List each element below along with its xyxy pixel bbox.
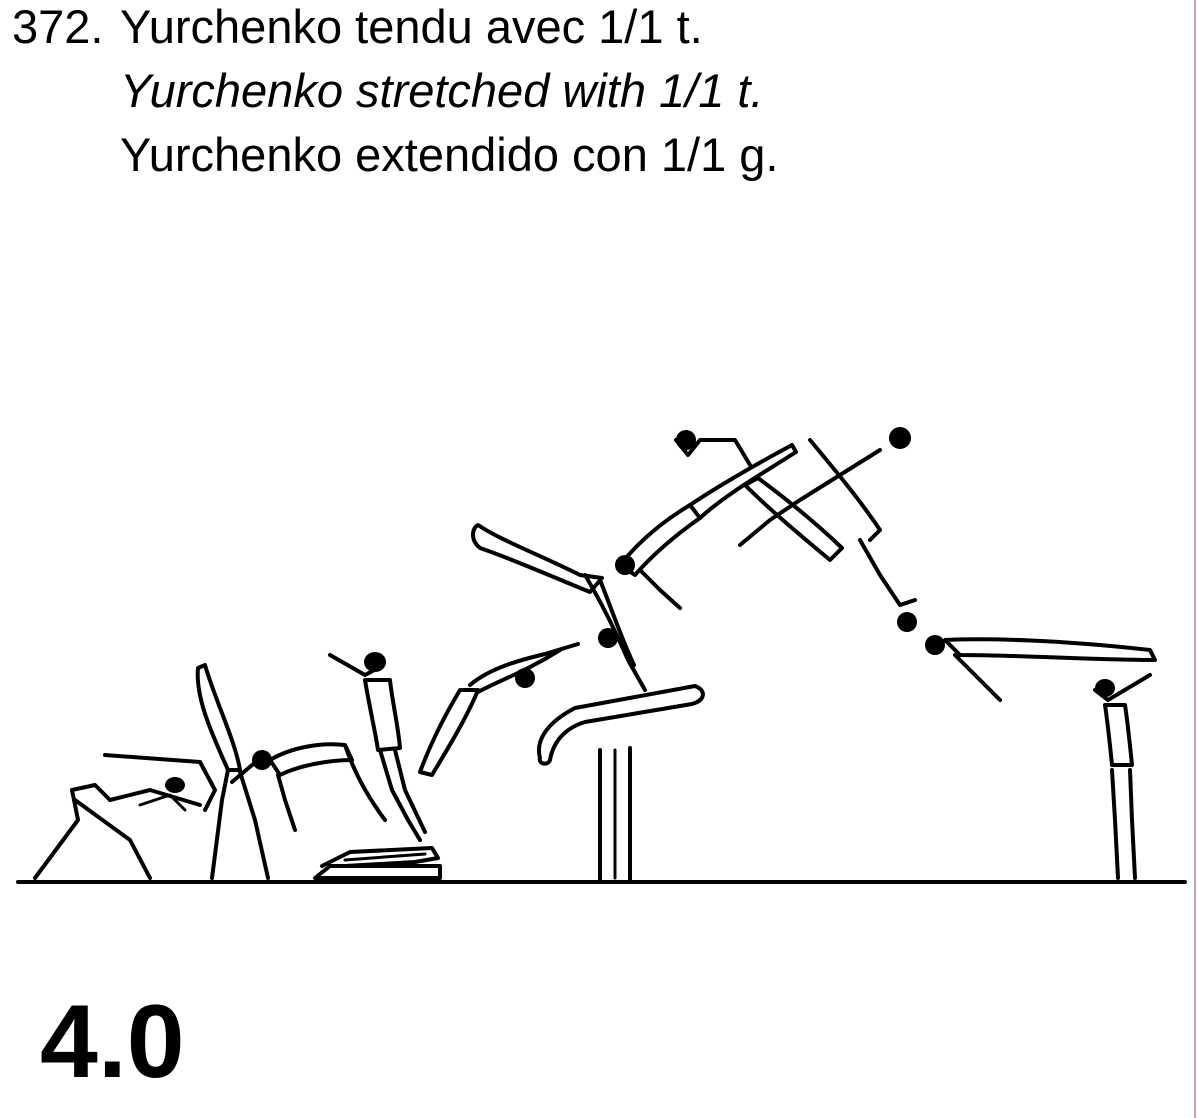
page-edge-divider xyxy=(1194,0,1196,1118)
springboard xyxy=(315,848,440,878)
figure-pre-flight xyxy=(420,644,578,775)
figure-landing xyxy=(1095,675,1150,878)
vaulting-table xyxy=(539,686,703,880)
figure-roundoff-handstand xyxy=(198,665,272,878)
figure-roundoff-snap xyxy=(270,744,385,830)
figure-table-support xyxy=(473,525,645,690)
difficulty-value: 4.0 xyxy=(40,982,185,1102)
figure-roundoff-hands xyxy=(35,755,215,878)
